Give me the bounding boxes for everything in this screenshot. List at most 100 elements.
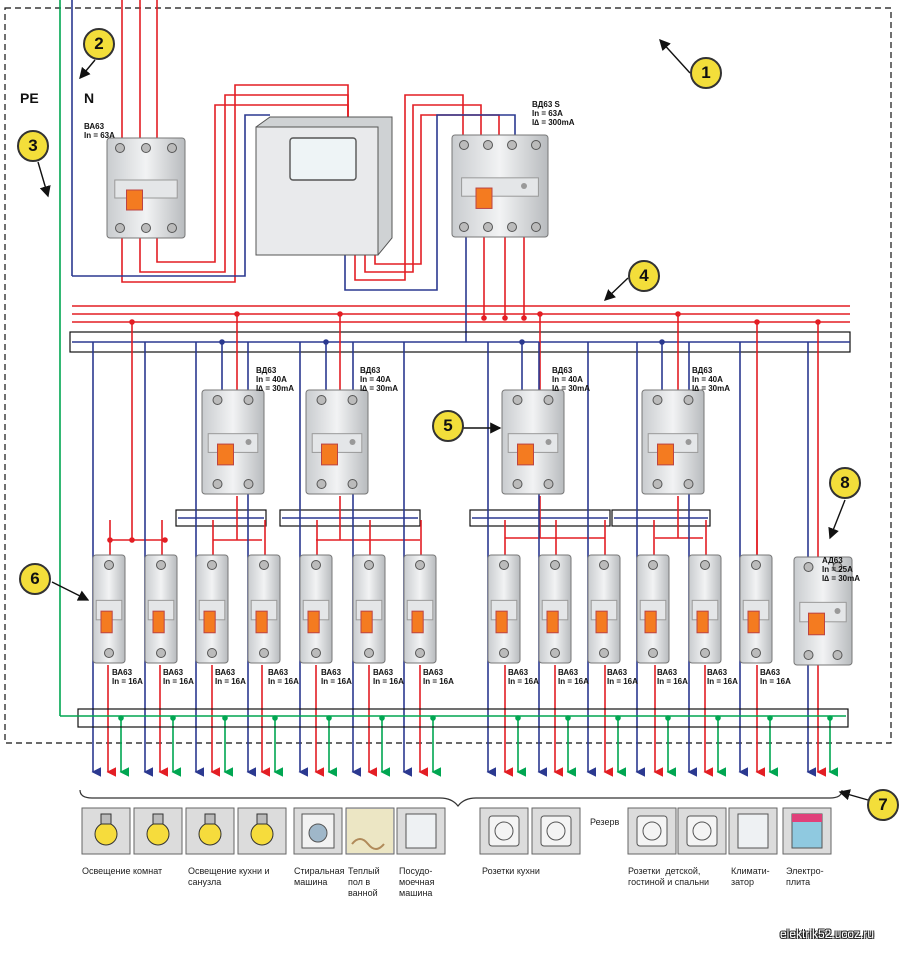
terminal-screw [459,140,469,150]
floor-heating-icon [345,807,395,855]
callout-badge-5: 5 [432,410,464,442]
socket-ring [494,821,514,841]
socket-icon [627,807,677,855]
socket-ring [692,821,712,841]
terminal-screw [507,140,517,150]
terminal-screw [415,648,425,658]
toggle-lever [644,610,657,634]
terminal-screw [543,395,554,405]
terminal-screw [415,560,425,570]
junction-dot [323,339,329,345]
mcb-label-7: ВА63 In = 16A [423,668,454,686]
terminal-screw [531,222,541,232]
toggle-lever [475,187,493,209]
bulb-base [152,813,164,825]
mcb-breaker [299,554,333,664]
terminal-screw [543,479,554,489]
terminal-screw [512,479,523,489]
mcb-label-2: ВА63 In = 16A [163,668,194,686]
light-bulb-icon [237,807,287,855]
load-caption: Освещение кухни и санузла [188,866,270,887]
terminal-screw [652,479,663,489]
mcb-label-6: ВА63 In = 16A [373,668,404,686]
rcd-neutral-wire [344,114,516,291]
terminal-screw [347,395,358,405]
mcb-label-10: ВА63 In = 16A [607,668,638,686]
terminal-screw [207,560,217,570]
bulb-glass [250,822,274,846]
toggle-lever [546,610,559,634]
terminal-screw [167,143,177,153]
toggle-lever [126,189,143,211]
enclosure-outline [4,7,892,744]
mcb-breaker [403,554,437,664]
toggle-lever [808,612,825,636]
mcb-breaker [739,554,773,664]
terminal-screw [207,648,217,658]
stove-top [792,814,822,822]
rcd-label-3: ВД63 In = 40A I∆ = 30mA [552,366,591,393]
terminal-screw [243,479,254,489]
toggle-lever [657,443,674,466]
mcb-label-11: ВА63 In = 16A [657,668,688,686]
load-caption: Посудо- моечная машина [399,866,435,898]
terminal-screw [364,560,374,570]
terminal-screw [652,395,663,405]
callout-badge-1: 1 [690,57,722,89]
machine-door [308,823,328,843]
junction-dot [234,311,240,317]
terminal-screw [459,222,469,232]
mcb-label-1: ВА63 In = 16A [112,668,143,686]
pe-bus-box [77,708,849,728]
toggle-lever [360,610,373,634]
mcb-breaker [636,554,670,664]
callout-arrow [37,161,51,198]
mcb-breaker [92,554,126,664]
bulb-glass [198,822,222,846]
dishwasher-icon [396,807,446,855]
load-caption: Розетки кухни [482,866,540,876]
devices [79,116,853,855]
light-bulb-icon [81,807,131,855]
socket-plate [686,815,718,847]
terminal-screw [167,223,177,233]
terminal-screw [648,648,658,658]
junction-dot [659,339,665,345]
callout-arrow [79,59,96,80]
terminal-screw [803,562,814,572]
mcb-breaker [144,554,178,664]
socket-icon [531,807,581,855]
test-button [245,439,252,445]
bulb-glass [94,822,118,846]
group-rcd [501,389,565,495]
terminal-screw [550,560,560,570]
terminal-screw [104,648,114,658]
test-button [834,608,841,614]
callout-badge-3: 3 [17,130,49,162]
group-rcd [641,389,705,495]
terminal-screw [347,479,358,489]
terminal-screw [683,395,694,405]
junction-dot [107,537,113,543]
terminal-screw [751,648,761,658]
pe-label: PE [20,90,39,106]
footer-watermark: elektrik52.ucoz.ru [780,927,875,941]
terminal-screw [832,562,843,572]
terminal-screw [115,223,125,233]
air-conditioner-icon [728,807,778,855]
mcb-label-4: ВА63 In = 16A [268,668,299,686]
group-neutral-box [611,509,711,527]
mcb-breaker [352,554,386,664]
mcb-breaker [487,554,521,664]
load-caption: Розетки детской, гостиной и спальни [628,866,710,887]
light-bulb-icon [133,807,183,855]
meter-phase-wire [121,84,349,283]
terminal-screw [499,560,509,570]
electricity-meter [255,116,393,256]
rcd-phase-wire [374,114,500,265]
callout-badge-2: 2 [83,28,115,60]
terminal-screw [115,143,125,153]
bulb-glass [146,822,170,846]
